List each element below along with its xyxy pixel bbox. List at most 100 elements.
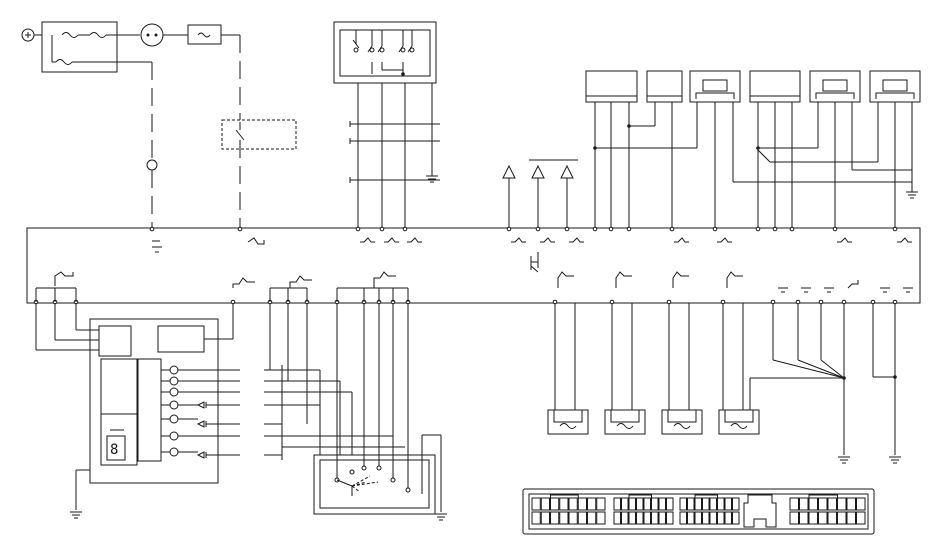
lamp-icon — [170, 432, 178, 440]
connector-pin-icon — [629, 512, 636, 524]
connector-pin-icon — [688, 512, 695, 524]
ecu-connector-pinout — [523, 489, 874, 534]
connector-pin-icon — [541, 498, 549, 510]
connector-pin-icon — [541, 512, 549, 524]
diode-icon — [198, 402, 240, 408]
connector-pin-icon — [680, 512, 687, 524]
ground-icon — [435, 514, 447, 520]
connector-pin-icon — [695, 498, 702, 510]
connector-pin-icon — [627, 227, 631, 231]
cluster-output-wiring — [178, 303, 405, 460]
connector-pin-icon — [838, 498, 847, 510]
connector-pin-icon — [703, 512, 710, 524]
connector-pin-icon — [644, 498, 651, 510]
connector-pin-icon — [773, 227, 777, 231]
connector-pin-icon — [652, 498, 659, 510]
antenna-icon — [532, 166, 544, 178]
ecu-main-block — [27, 227, 920, 304]
connector-pin-icon — [800, 512, 809, 524]
sensor-module — [870, 71, 920, 102]
connector-pin-icon — [667, 512, 674, 524]
switch-icon — [353, 40, 359, 48]
connector-pin-icon — [680, 498, 687, 510]
connector-pin-icon — [809, 498, 818, 510]
injector-module — [719, 410, 759, 434]
lamp-icon — [147, 160, 157, 170]
connector-pin-icon — [800, 498, 809, 510]
connector-pin-icon — [733, 498, 740, 510]
connector-pin-icon — [507, 227, 511, 231]
connector-pin-icon — [703, 498, 710, 510]
optional-switch-box — [222, 120, 296, 149]
diode-icon — [198, 421, 240, 427]
connector-pin-icon — [847, 512, 856, 524]
ground-icon — [70, 512, 82, 518]
connector-pin-icon — [838, 512, 847, 524]
fuse-icon — [90, 33, 106, 38]
connector-pin-icon — [588, 512, 596, 524]
connector-pin-icon — [150, 227, 154, 231]
fuse-holder — [188, 25, 221, 44]
connector-pin-icon — [614, 498, 621, 510]
connector-pin-icon — [380, 227, 384, 231]
internal-switch-group — [152, 238, 912, 272]
connector-pin-icon — [667, 498, 674, 510]
connector-pin-icon — [532, 498, 540, 510]
connector-pin-icon — [790, 512, 799, 524]
antenna-icon — [561, 166, 573, 178]
injector-module — [605, 410, 645, 434]
lamp-icon — [170, 388, 178, 396]
lamp-icon — [141, 24, 163, 46]
connector-pin-icon — [819, 512, 828, 524]
connector-pin-icon — [659, 512, 666, 524]
connector-pin-icon — [857, 498, 866, 510]
lamp-icon — [170, 366, 178, 374]
sensor-module — [586, 71, 637, 102]
ground-icon — [906, 186, 918, 198]
connector-pin-icon — [403, 227, 407, 231]
sensor-module — [647, 71, 682, 102]
power-supply-section — [22, 22, 296, 228]
connector-pin-icon — [569, 512, 577, 524]
selector-switch — [314, 303, 447, 520]
connector-pin-icon — [718, 512, 725, 524]
connector-pin-icon — [637, 498, 644, 510]
ground-icon — [838, 457, 850, 463]
connector-pin-icon — [710, 512, 717, 524]
fuse-icon — [56, 60, 72, 65]
diode-icon — [198, 452, 240, 458]
antenna-icon — [503, 166, 515, 178]
connector-pin-icon — [670, 227, 674, 231]
connector-pin-icon — [644, 512, 651, 524]
connector-pin-icon — [713, 227, 717, 231]
connector-pin-icon — [578, 498, 586, 510]
connector-pin-icon — [828, 512, 837, 524]
connector-pin-icon — [809, 512, 818, 524]
connector-pin-icon — [578, 512, 586, 524]
lamp-icon — [170, 415, 178, 423]
injector-module — [548, 410, 588, 434]
ground-icon — [426, 176, 438, 182]
fuse-icon — [62, 33, 78, 38]
connector-pin-icon — [710, 498, 717, 510]
connector-pin-icon — [857, 512, 866, 524]
ground-icon — [889, 457, 901, 463]
connector-pin-icon — [551, 512, 559, 524]
connector-pin-icon — [629, 498, 636, 510]
connector-pin-icon — [695, 512, 702, 524]
connector-pin-icon — [652, 512, 659, 524]
connector-pin-icon — [609, 227, 613, 231]
connector-pin-icon — [560, 512, 568, 524]
connector-pin-icon — [893, 227, 897, 231]
fuse-box — [42, 22, 117, 72]
sensor-module — [690, 71, 740, 102]
connector-pin-icon — [790, 227, 794, 231]
connector-pin-icon — [622, 498, 629, 510]
instrument-cluster: 8 — [36, 303, 233, 518]
connector-pin-icon — [733, 512, 740, 524]
connector-pin-icon — [597, 498, 605, 510]
relay-box — [334, 22, 440, 228]
injector-modules — [548, 303, 901, 463]
sensor-module — [810, 71, 860, 102]
